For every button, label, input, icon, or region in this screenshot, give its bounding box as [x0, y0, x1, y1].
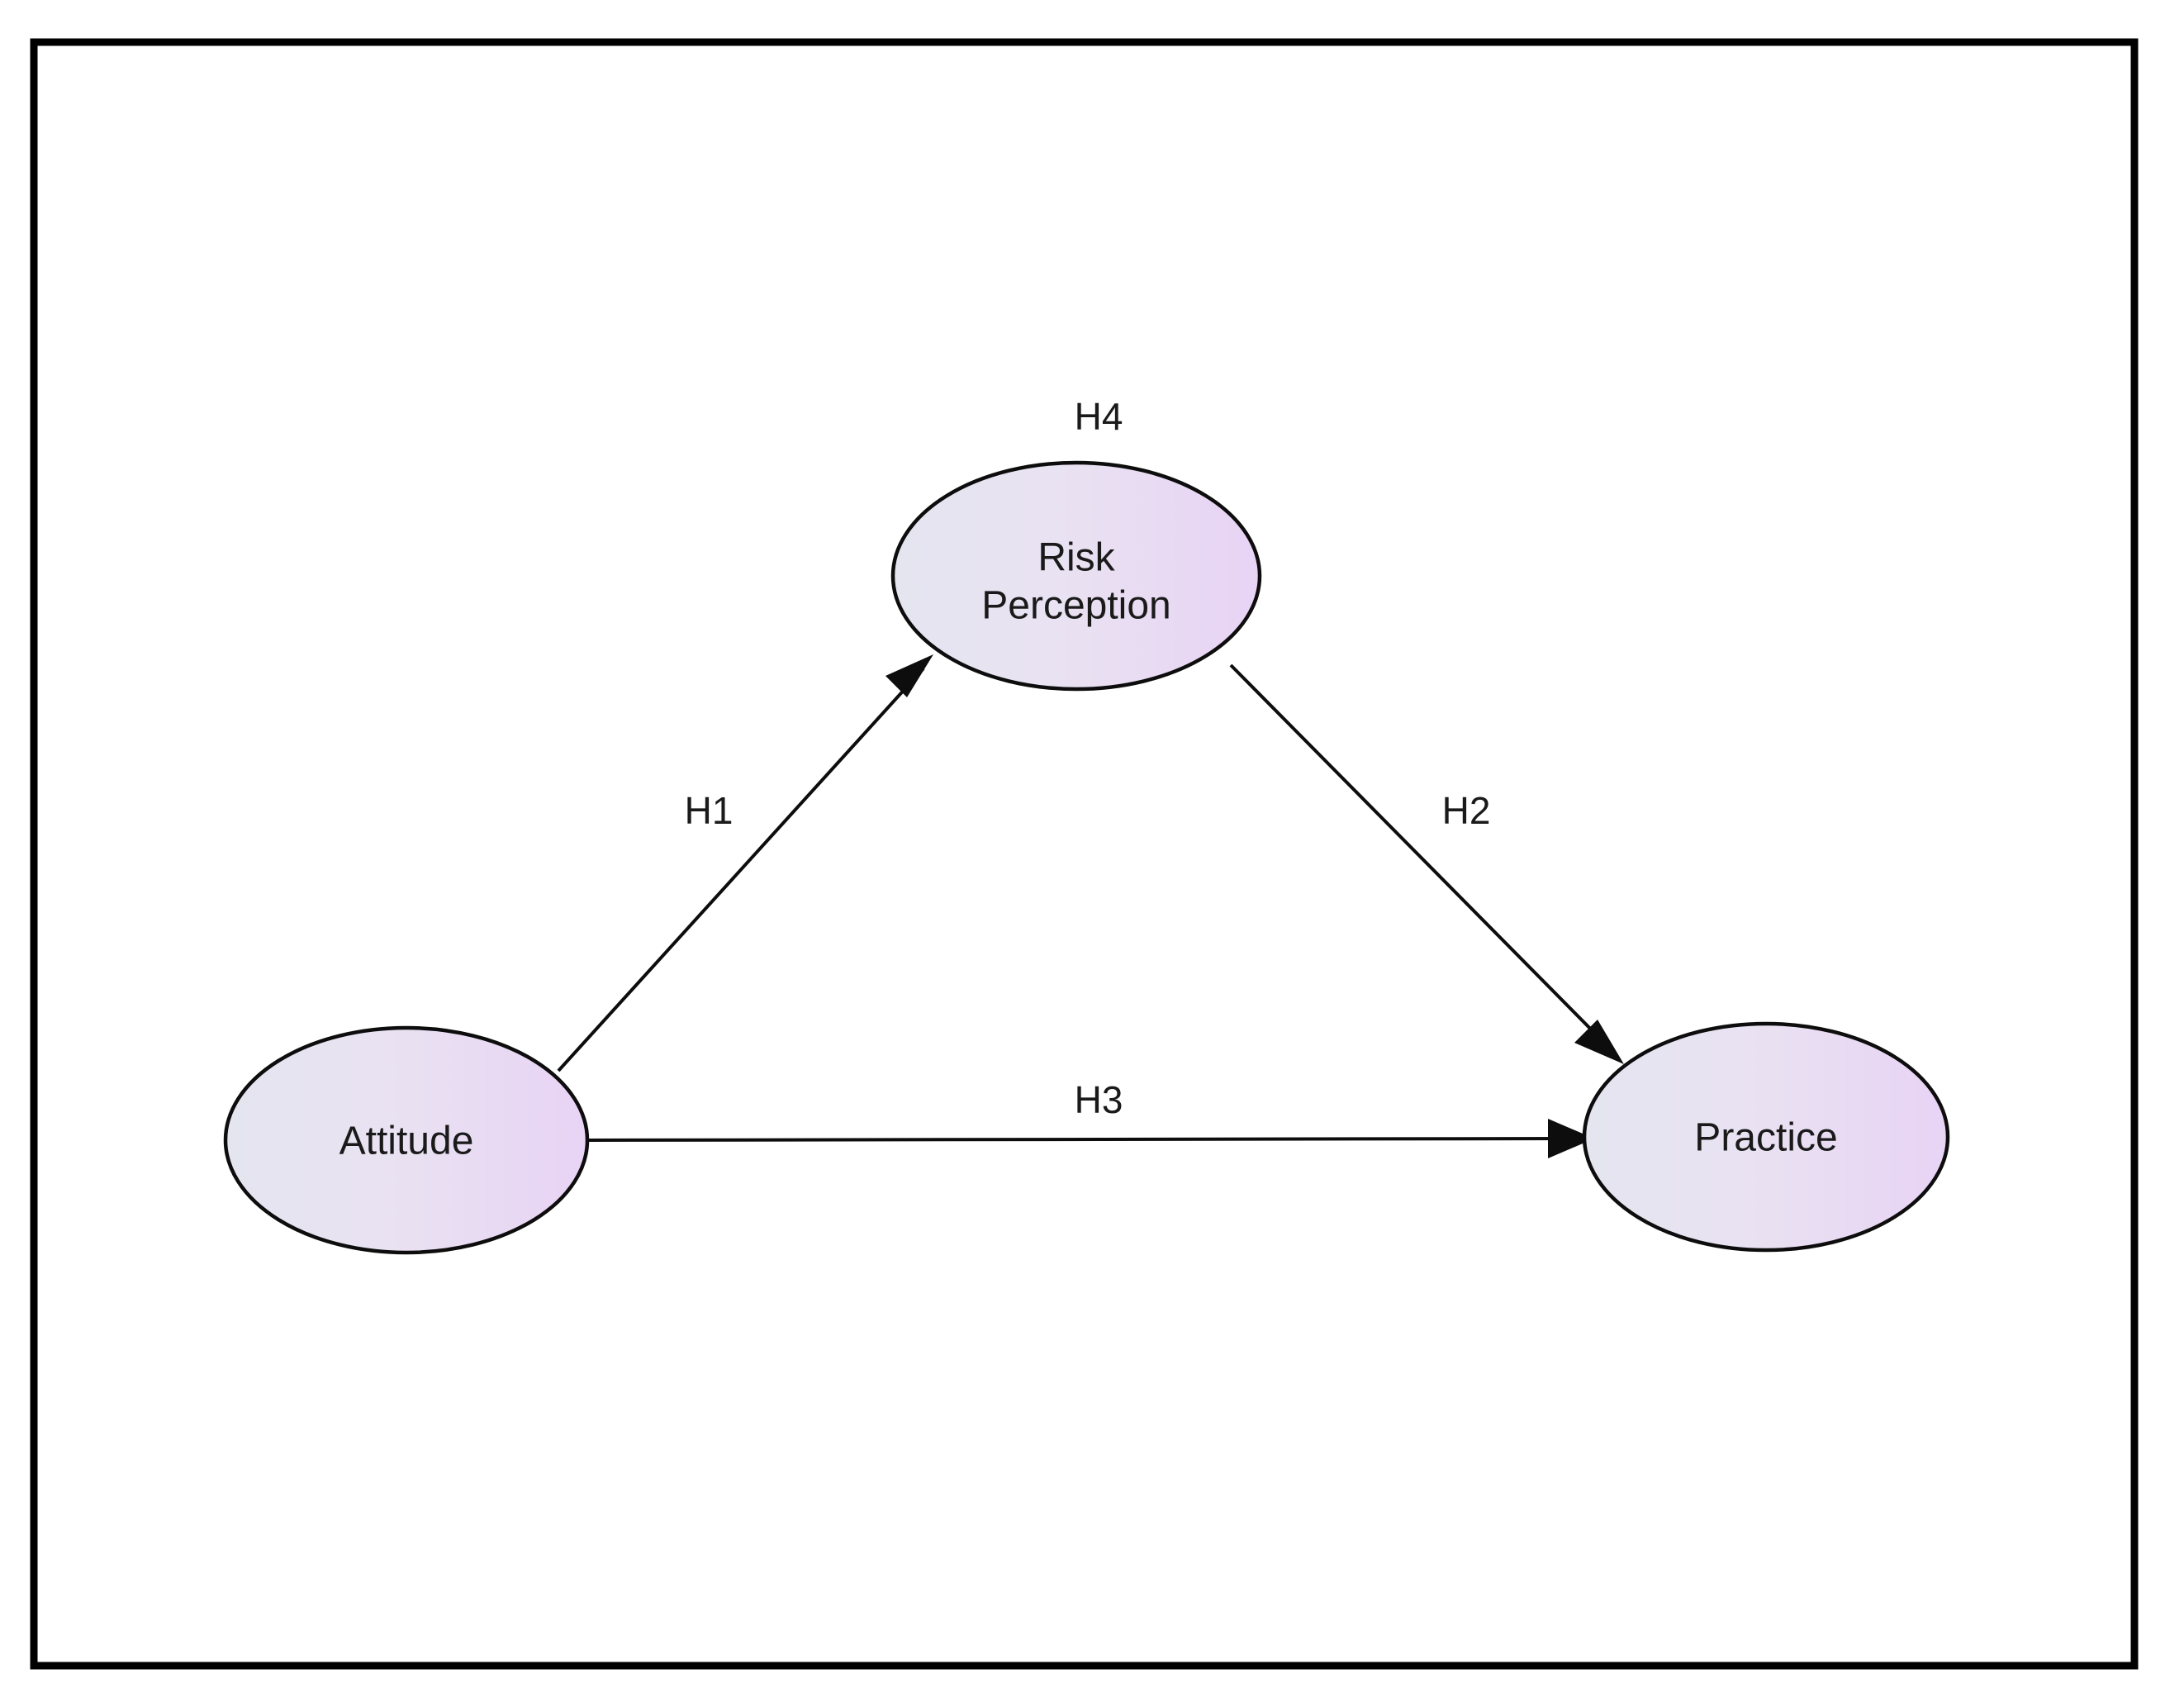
node-risk-perception-ellipse[interactable] [890, 460, 1262, 692]
edge-h2-line [1229, 663, 1614, 1053]
edge-h1: H1 [557, 654, 933, 1072]
edge-h3-arrowhead [1548, 1119, 1594, 1158]
edge-h3: H3 [587, 1078, 1594, 1158]
node-practice[interactable]: Practice [1582, 1021, 1950, 1253]
node-attitude-ellipse[interactable] [223, 1025, 590, 1255]
node-attitude-label: Attitude [339, 1120, 474, 1163]
edge-h1-line [557, 667, 925, 1072]
edge-h2-label: H2 [1442, 789, 1491, 832]
edge-h1-arrowhead [885, 654, 933, 697]
edge-h3-label: H3 [1075, 1078, 1123, 1121]
figure-frame [30, 38, 2139, 1670]
edge-h4-label: H4 [1075, 395, 1123, 438]
edge-h2: H2 [1229, 663, 1624, 1064]
node-risk-perception-label-line2: Perception [981, 584, 1170, 628]
edge-h2-arrowhead [1574, 1020, 1624, 1064]
node-risk-perception-label-line1: Risk [1037, 536, 1115, 580]
node-practice-label: Practice [1694, 1116, 1837, 1160]
edge-h1-label: H1 [685, 789, 734, 832]
edge-h4: H4 [1075, 395, 1123, 438]
node-practice-ellipse[interactable] [1582, 1021, 1950, 1253]
edge-h3-line [587, 1137, 1577, 1142]
node-risk-perception[interactable]: Risk Perception [890, 460, 1262, 692]
node-attitude[interactable]: Attitude [223, 1025, 590, 1255]
